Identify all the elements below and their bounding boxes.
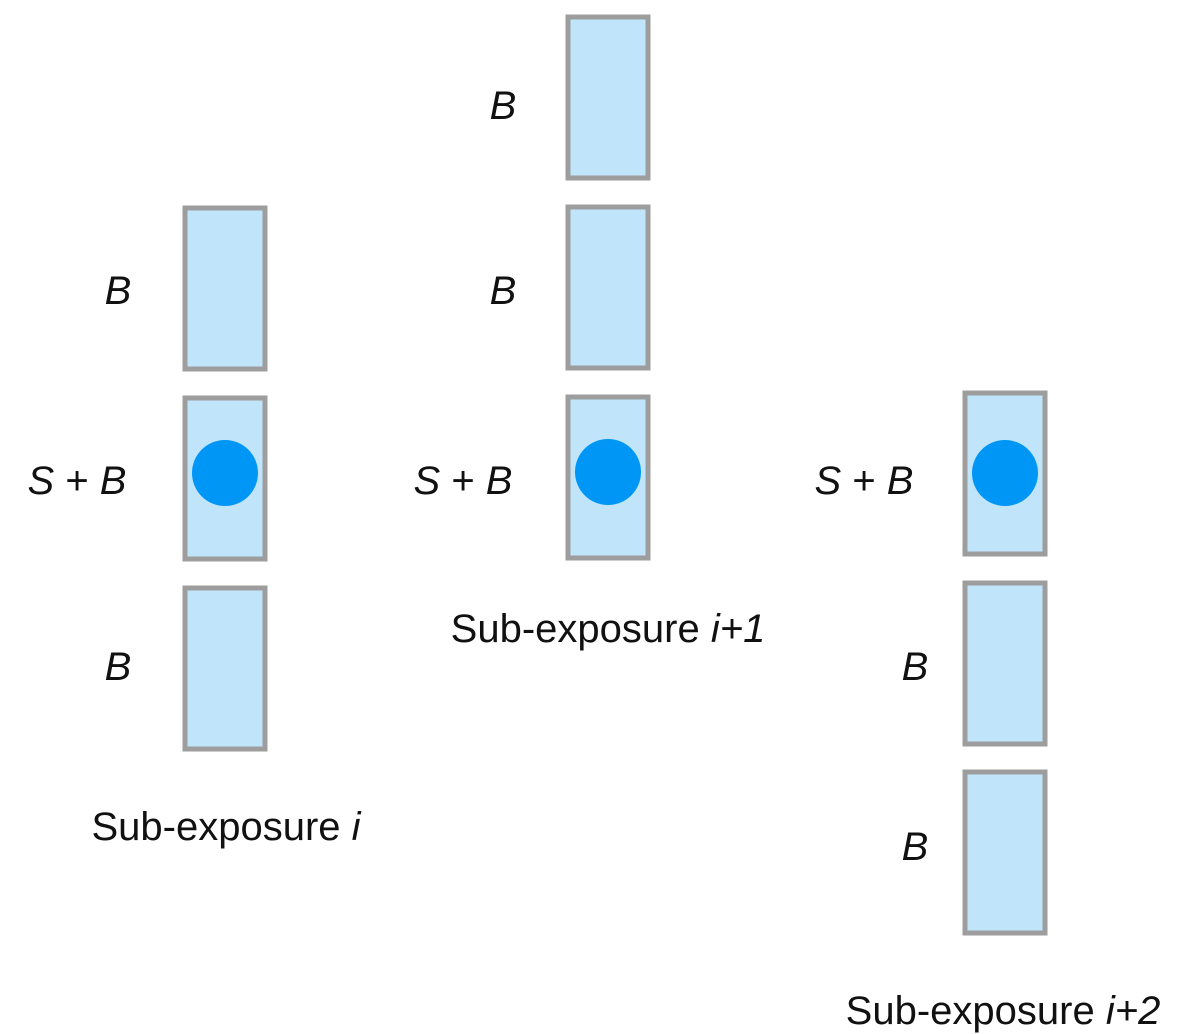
star-source-dot [192, 440, 258, 506]
pixel-box [182, 585, 268, 752]
row-background-bottom: B [105, 585, 268, 752]
row-background-middle: B [902, 580, 1048, 747]
row-signal: S + B [414, 394, 651, 561]
star-source-dot [972, 440, 1038, 506]
label-s: S [28, 459, 55, 503]
column-sub-exposure-i: B S + B B Sub-exposure i [28, 205, 362, 849]
caption-prefix: Sub-exposure [846, 989, 1106, 1033]
label-s: S [815, 459, 842, 503]
row-background-top: B [105, 205, 268, 372]
row-label-s-plus-b: S + B [28, 459, 127, 503]
caption-index: i [352, 805, 362, 849]
row-label-b: B [105, 269, 132, 313]
caption-sub-exposure-i-plus-2: Sub-exposure i+2 [846, 989, 1161, 1033]
label-b: B [887, 459, 914, 503]
label-plus: + [841, 459, 887, 503]
row-label-b: B [902, 645, 929, 689]
pixel-box [565, 204, 651, 371]
row-label-b: B [490, 84, 517, 128]
caption-index: i+2 [1106, 989, 1161, 1033]
row-signal: S + B [28, 395, 268, 562]
label-s: S [414, 459, 441, 503]
label-b: B [100, 459, 127, 503]
caption-sub-exposure-i: Sub-exposure i [91, 805, 361, 849]
caption-prefix: Sub-exposure [91, 805, 351, 849]
row-label-b: B [902, 825, 929, 869]
label-plus: + [440, 459, 486, 503]
caption-sub-exposure-i-plus-1: Sub-exposure i+1 [451, 607, 766, 651]
row-label-b: B [105, 645, 132, 689]
column-sub-exposure-i-plus-2: S + B B B Sub-exposure i+2 [815, 390, 1161, 1033]
star-source-dot [575, 439, 641, 505]
pixel-box [962, 580, 1048, 747]
pixel-box [962, 769, 1048, 936]
label-plus: + [54, 459, 100, 503]
row-background-middle: B [490, 204, 651, 371]
pixel-box [565, 14, 651, 181]
row-background-bottom: B [902, 769, 1048, 936]
label-b: B [486, 459, 513, 503]
caption-index: i+1 [711, 607, 766, 651]
row-label-s-plus-b: S + B [815, 459, 914, 503]
caption-prefix: Sub-exposure [451, 607, 711, 651]
row-signal: S + B [815, 390, 1048, 557]
row-background-top: B [490, 14, 651, 181]
row-label-b: B [490, 269, 517, 313]
column-sub-exposure-i-plus-1: B B S + B Sub-exposure i+1 [414, 14, 766, 651]
row-label-s-plus-b: S + B [414, 459, 513, 503]
pixel-box [182, 205, 268, 372]
